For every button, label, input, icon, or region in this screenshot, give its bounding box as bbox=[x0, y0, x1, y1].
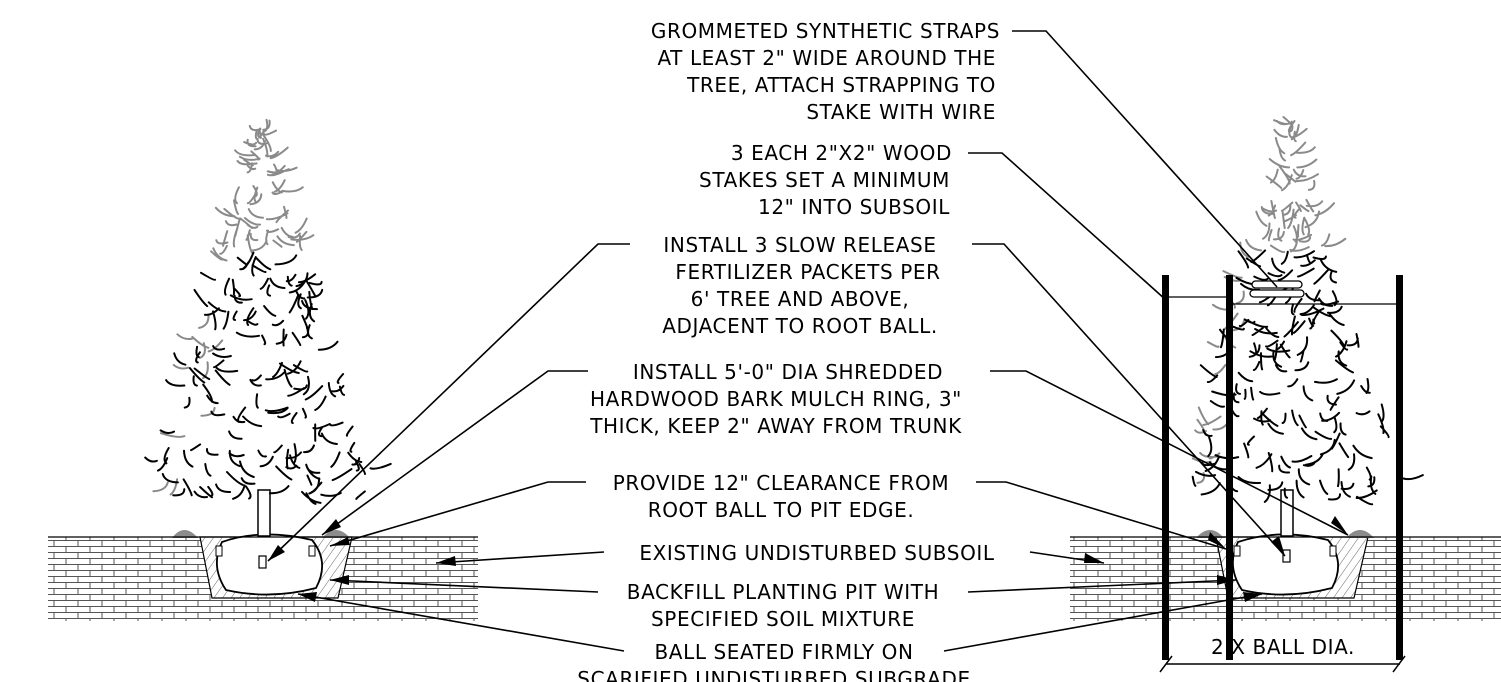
note-line: INSTALL 3 SLOW RELEASE bbox=[663, 233, 936, 257]
note-fertilizer: INSTALL 3 SLOW RELEASE FERTILIZER PACKET… bbox=[662, 233, 940, 338]
note-backfill: BACKFILL PLANTING PIT WITH SPECIFIED SOI… bbox=[627, 580, 939, 631]
note-line: 12" INTO SUBSOIL bbox=[758, 195, 950, 219]
arrowhead bbox=[1243, 592, 1262, 602]
synthetic-strap bbox=[1251, 280, 1303, 289]
left-fertilizer-packet bbox=[215, 545, 223, 557]
note-line: BACKFILL PLANTING PIT WITH bbox=[627, 580, 939, 604]
right-fertilizer-packet bbox=[1329, 545, 1337, 557]
left-tree-foliage bbox=[144, 118, 392, 505]
note-line: TREE, ATTACH STRAPPING TO bbox=[686, 73, 996, 97]
leader-backfill-right bbox=[967, 579, 1237, 593]
arrowhead bbox=[298, 592, 317, 602]
arrowhead bbox=[268, 545, 285, 561]
note-line: ROOT BALL TO PIT EDGE. bbox=[648, 498, 915, 522]
note-stakes: 3 EACH 2"X2" WOOD STAKES SET A MINIMUM 1… bbox=[699, 141, 952, 219]
leader-fertilizer-right bbox=[972, 243, 1286, 557]
synthetic-strap bbox=[1249, 289, 1305, 298]
right-mulch-mound bbox=[1346, 530, 1374, 538]
note-mulch: INSTALL 5'-0" DIA SHREDDED HARDWOOD BARK… bbox=[589, 360, 962, 438]
right-trunk bbox=[1280, 489, 1294, 537]
note-straps: GROMMETED SYNTHETIC STRAPS AT LEAST 2" W… bbox=[651, 19, 1000, 124]
left-fertilizer-packet bbox=[308, 545, 316, 557]
right-fertilizer-packet bbox=[1282, 549, 1291, 563]
leader-backfill-left bbox=[329, 579, 599, 593]
note-clearance: PROVIDE 12" CLEARANCE FROM ROOT BALL TO … bbox=[613, 471, 949, 522]
note-line: FERTILIZER PACKETS PER bbox=[675, 260, 940, 284]
left-root-ball bbox=[216, 533, 323, 596]
note-line: STAKE WITH WIRE bbox=[806, 100, 996, 124]
leader-stakes bbox=[968, 152, 1167, 301]
note-line: AT LEAST 2" WIDE AROUND THE bbox=[657, 46, 996, 70]
wood-stake-center bbox=[1226, 275, 1233, 660]
note-line: INSTALL 5'-0" DIA SHREDDED bbox=[633, 360, 943, 384]
arrowhead bbox=[322, 519, 341, 535]
notes: GROMMETED SYNTHETIC STRAPS AT LEAST 2" W… bbox=[577, 19, 1000, 682]
leader-ball-right bbox=[943, 593, 1263, 652]
note-line: EXISTING UNDISTURBED SUBSOIL bbox=[639, 541, 995, 565]
note-line: HARDWOOD BARK MULCH RING, 3" bbox=[590, 387, 962, 411]
left-fertilizer-packet bbox=[258, 555, 267, 569]
foliage-branches-dark bbox=[144, 251, 392, 505]
arrowhead bbox=[330, 575, 349, 585]
arrowhead bbox=[1271, 536, 1285, 556]
note-line: ADJACENT TO ROOT BALL. bbox=[662, 314, 938, 338]
note-line: PROVIDE 12" CLEARANCE FROM bbox=[613, 471, 949, 495]
left-tree-section bbox=[48, 118, 478, 621]
note-line: GROMMETED SYNTHETIC STRAPS bbox=[651, 19, 1000, 43]
note-line: THICK, KEEP 2" AWAY FROM TRUNK bbox=[589, 414, 962, 438]
note-line: SCARIFIED UNDISTURBED SUBGRADE bbox=[577, 667, 970, 682]
dimension-ball-dia: 2 X BALL DIA. bbox=[1159, 635, 1406, 673]
note-line: 6' TREE AND ABOVE, bbox=[691, 287, 910, 311]
left-mulch-mound bbox=[172, 530, 198, 538]
leader-lines bbox=[267, 30, 1349, 652]
note-line: 3 EACH 2"X2" WOOD bbox=[731, 141, 952, 165]
wood-stake-right bbox=[1396, 275, 1403, 660]
note-ball: BALL SEATED FIRMLY ON SCARIFIED UNDISTUR… bbox=[577, 640, 970, 682]
left-trunk bbox=[257, 489, 271, 537]
arrowhead bbox=[1331, 516, 1348, 535]
leader-clearance-right bbox=[976, 481, 1227, 550]
foliage-branches-light bbox=[152, 118, 315, 496]
note-line: SPECIFIED SOIL MIXTURE bbox=[651, 607, 915, 631]
leader-ball-left bbox=[297, 593, 625, 652]
dimension-label: 2 X BALL DIA. bbox=[1211, 635, 1355, 659]
arrowhead bbox=[436, 556, 456, 566]
right-tree-section: 2 X BALL DIA. bbox=[1070, 116, 1501, 673]
leader-straps bbox=[1012, 30, 1278, 288]
arrowhead bbox=[1084, 553, 1104, 563]
leader-mulch-left bbox=[321, 370, 588, 536]
arrowhead bbox=[1208, 532, 1226, 549]
note-line: STAKES SET A MINIMUM bbox=[699, 168, 950, 192]
leader-mulch-right bbox=[990, 370, 1349, 536]
right-fertilizer-packet bbox=[1233, 545, 1241, 557]
leader-fertilizer-left bbox=[267, 243, 630, 562]
leader-subsoil-left bbox=[435, 551, 605, 564]
note-subsoil: EXISTING UNDISTURBED SUBSOIL bbox=[639, 541, 995, 565]
foliage-branches-light bbox=[1191, 116, 1347, 484]
note-line: BALL SEATED FIRMLY ON bbox=[654, 640, 913, 664]
leader-clearance-left bbox=[329, 481, 586, 547]
arrowhead bbox=[330, 537, 350, 546]
right-root-ball bbox=[1232, 533, 1339, 596]
wood-stake-left bbox=[1162, 275, 1169, 660]
arrowhead bbox=[1217, 575, 1236, 585]
